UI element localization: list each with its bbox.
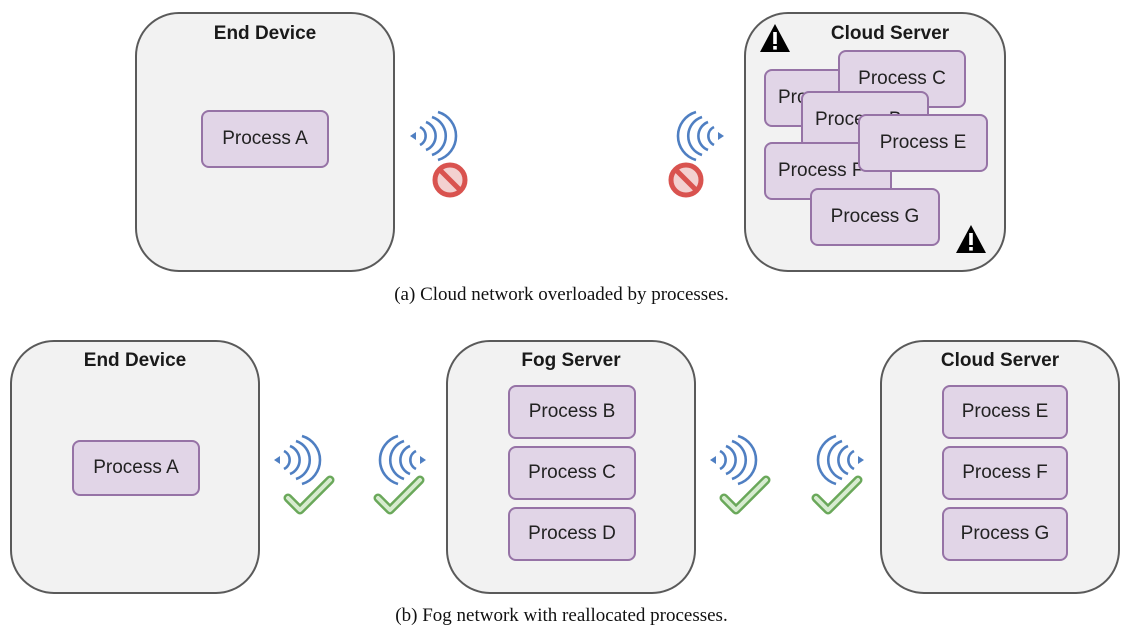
process-box: Process B bbox=[508, 385, 636, 439]
box-title: Cloud Server bbox=[830, 23, 950, 44]
wifi-signal-ok-icon bbox=[368, 434, 428, 530]
process-box: Process C bbox=[508, 446, 636, 500]
process-box: Process A bbox=[201, 110, 329, 168]
fog-server-box: Fog Server Process B Process C Process D bbox=[446, 340, 696, 594]
process-box: Process F bbox=[942, 446, 1068, 500]
box-title: End Device bbox=[83, 350, 187, 371]
warning-triangle-icon bbox=[760, 24, 790, 52]
wifi-signal-ok-icon bbox=[708, 434, 780, 530]
warning-triangle-icon bbox=[956, 225, 986, 253]
cloud-server-box: Cloud Server Process E Process F Process… bbox=[880, 340, 1120, 594]
process-box: Process E bbox=[942, 385, 1068, 439]
caption-b: (b) Fog network with reallocated process… bbox=[395, 605, 728, 626]
wifi-signal-ok-icon bbox=[806, 434, 866, 530]
process-box: Process A bbox=[72, 440, 200, 496]
caption-a: (a) Cloud network overloaded by processe… bbox=[394, 284, 729, 305]
process-box: Process G bbox=[810, 188, 940, 246]
process-box: Process D bbox=[508, 507, 636, 561]
wifi-signal-blocked-icon bbox=[666, 110, 726, 206]
box-title: Fog Server bbox=[521, 350, 621, 371]
wifi-signal-ok-icon bbox=[272, 434, 344, 530]
box-title: Cloud Server bbox=[940, 350, 1060, 371]
end-device-box: End Device Process A bbox=[10, 340, 260, 594]
process-box: Process E bbox=[858, 114, 988, 172]
process-box: Process G bbox=[942, 507, 1068, 561]
wifi-signal-blocked-icon bbox=[408, 110, 480, 206]
box-title: End Device bbox=[213, 23, 317, 44]
cloud-server-box-overloaded: Cloud Server Process B Process C Process… bbox=[744, 12, 1006, 272]
end-device-box: End Device Process A bbox=[135, 12, 395, 272]
